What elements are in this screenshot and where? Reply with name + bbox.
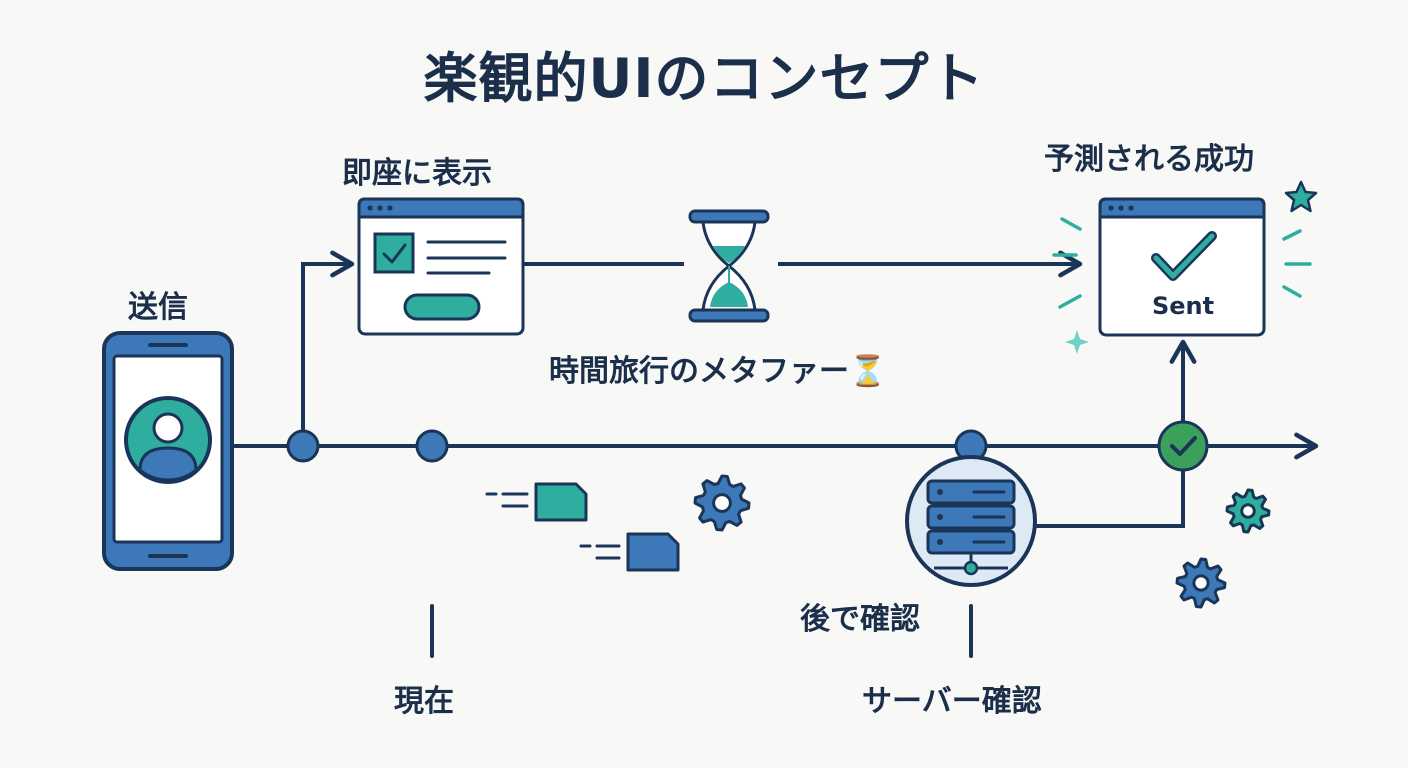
path-server-to-confirmation <box>1036 470 1185 528</box>
label-instant-display: 即座に表示 <box>342 156 492 191</box>
sparkle-rays <box>1052 217 1312 309</box>
label-now: 現在 <box>394 684 454 719</box>
gear-icon <box>693 474 751 532</box>
document-icon <box>485 482 588 522</box>
label-sent: Sent <box>1151 292 1215 320</box>
server-icon <box>905 455 1037 587</box>
star-icon <box>1284 180 1318 213</box>
instant-display-window <box>357 197 525 336</box>
timeline-node-branch <box>286 429 320 463</box>
label-send: 送信 <box>128 290 188 325</box>
sparkle-icon <box>1065 330 1089 354</box>
timeline-node-now <box>415 429 449 463</box>
document-icon-second <box>579 532 680 572</box>
user-avatar-icon <box>124 396 212 484</box>
branch-to-instant-display <box>301 250 355 446</box>
sent-checkmark-inner <box>1153 233 1215 279</box>
label-predicted-success: 予測される成功 <box>1044 142 1254 177</box>
label-confirm-later: 後で確認 <box>800 602 920 637</box>
label-time-travel-metaphor: 時間旅行のメタファー⏳ <box>549 354 887 389</box>
gear-icon-small <box>1225 488 1271 534</box>
hourglass-icon <box>688 209 770 323</box>
confirmation-check-icon <box>1157 420 1209 472</box>
page-title: 楽観的UIのコンセプト <box>423 47 985 110</box>
label-server-confirmation: サーバー確認 <box>862 684 1042 719</box>
gear-icon-lower <box>1175 557 1227 609</box>
